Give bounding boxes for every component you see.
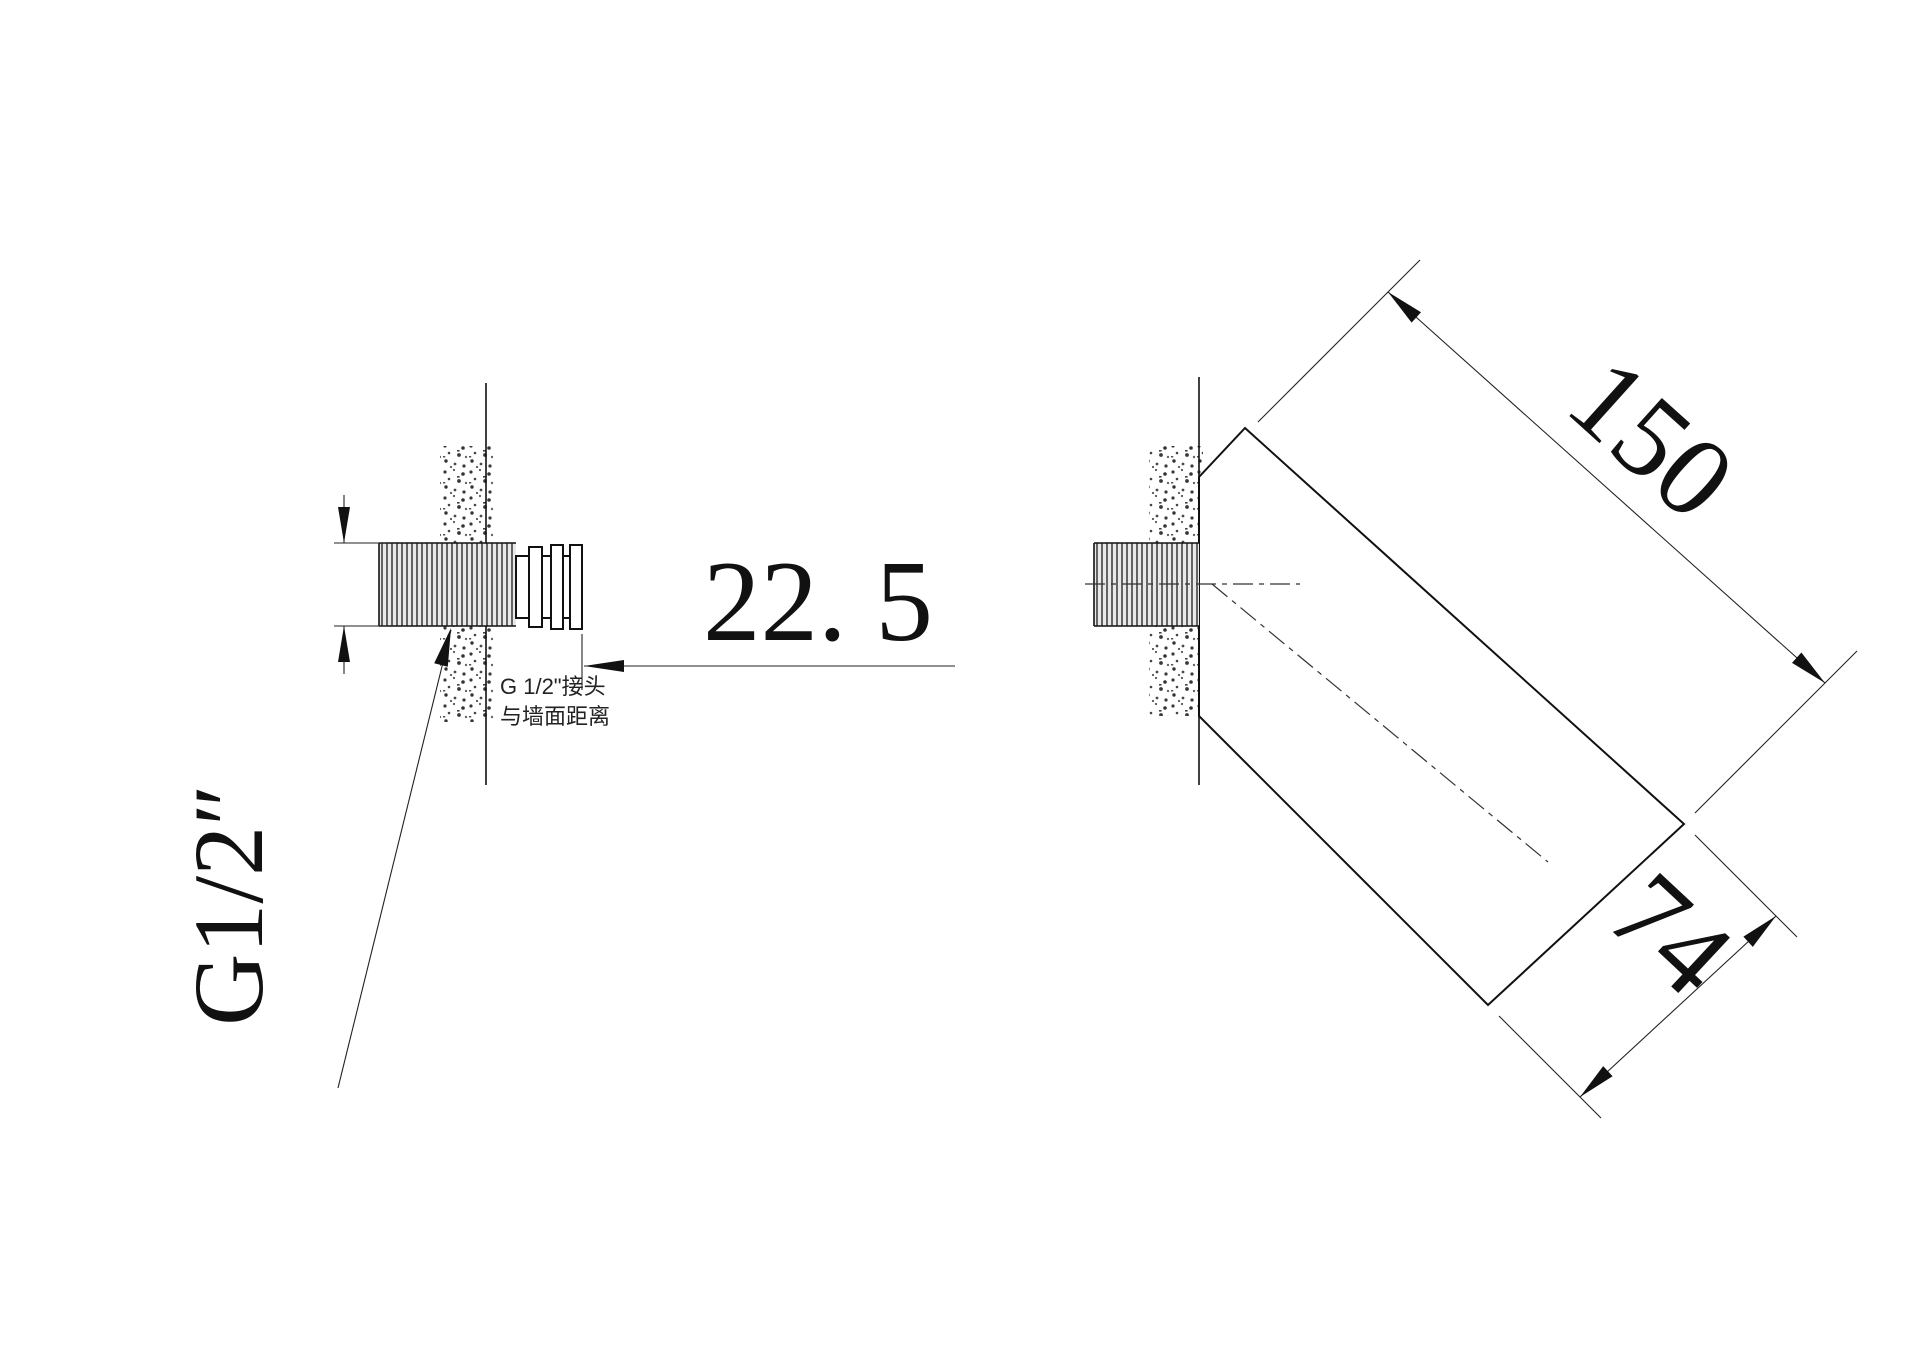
tip-groove	[541, 555, 552, 619]
dimension-note-line2: 与墙面距离	[500, 704, 610, 729]
left-view: G1/2″ 22. 5 G 1/2"接头 与墙面距离	[173, 383, 955, 1089]
arrowhead-upper	[1388, 292, 1421, 323]
wall-distance-value: 22. 5	[703, 538, 933, 665]
dimension-note-line1: G 1/2"接头	[500, 674, 606, 699]
extension-line	[1694, 650, 1858, 814]
extension-line	[1498, 1015, 1602, 1119]
dimension-line	[1387, 291, 1826, 684]
tip-rib	[528, 546, 543, 628]
dimension-line	[1579, 915, 1777, 1098]
right-view: 150 74	[1085, 259, 1858, 1119]
thread-hatch	[379, 543, 516, 626]
extension-line	[1694, 834, 1798, 938]
arrowhead-lower	[1792, 652, 1825, 683]
spout-body	[1198, 426, 1686, 1007]
thread-spec-label: G1/2″	[173, 784, 284, 1026]
tip-groove	[562, 555, 571, 619]
spout-axis-centerline	[1211, 583, 1549, 863]
tip-rib	[569, 544, 583, 630]
arrowhead-left	[584, 660, 624, 672]
tip-rib	[550, 544, 564, 630]
length-value: 150	[1545, 333, 1758, 543]
tip-neck	[515, 555, 530, 619]
wall-distance-dimension: 22. 5 G 1/2"接头 与墙面距离	[500, 538, 955, 729]
threaded-pipe	[1093, 542, 1199, 627]
thread-spec-callout: G1/2″	[173, 628, 452, 1089]
extension-line	[1257, 259, 1421, 423]
thread-od-dimension	[334, 495, 388, 674]
leader-arrowhead	[434, 628, 451, 667]
connector-tip	[515, 544, 583, 630]
arrowhead-down	[338, 507, 350, 543]
arrowhead-up	[338, 626, 350, 662]
arrowhead-lower	[1580, 1066, 1613, 1097]
leader-line	[337, 629, 452, 1089]
threaded-pipe	[378, 542, 516, 627]
thread-hatch	[1094, 543, 1199, 626]
arrowhead-upper	[1743, 916, 1776, 947]
